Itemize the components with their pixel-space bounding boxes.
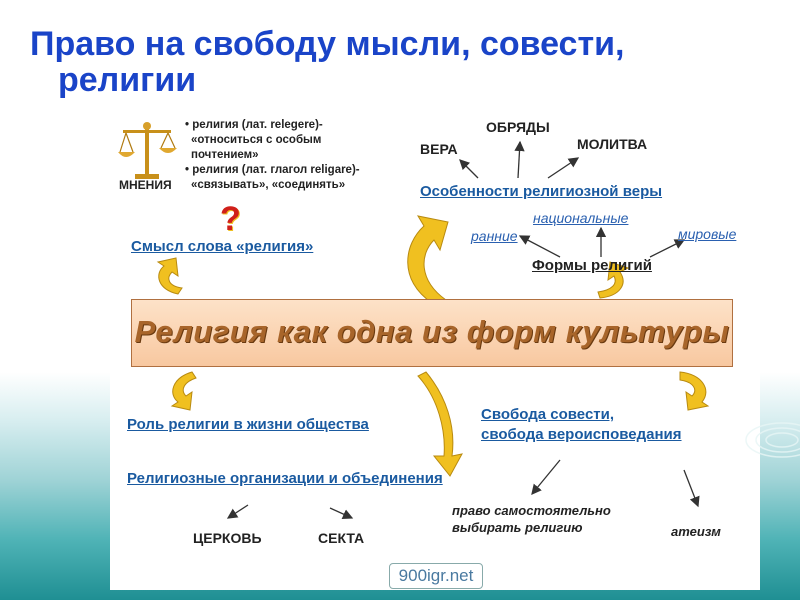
central-label: Религия как одна из форм культуры — [134, 314, 730, 349]
definitions-block: • религия (лат. relegere)- «относиться с… — [185, 118, 415, 193]
mirovye-label: мировые — [678, 226, 737, 242]
molitva-label: МОЛИТВА — [577, 136, 648, 152]
arrow-to-mirovye — [649, 239, 686, 258]
curved-arrow-icon — [407, 215, 449, 304]
arrow-to-obryady — [514, 140, 525, 179]
slide-title: Право на свободу мысли, совести, религии — [30, 26, 750, 98]
arrow-to-pravo — [531, 459, 561, 496]
curved-arrow-icon — [679, 371, 710, 411]
title-line-2: религии — [58, 61, 197, 99]
arrow-to-molitva — [547, 157, 580, 179]
pravo-block: право самостоятельно выбирать религию — [452, 502, 611, 536]
arrow-to-rannie — [518, 235, 561, 258]
tserkov-label: ЦЕРКОВЬ — [193, 530, 262, 546]
obryady-label: ОБРЯДЫ — [486, 119, 550, 135]
definition-line: • религия (лат. глагол religare)- — [185, 164, 360, 176]
freedom-line-1: Свобода совести, — [481, 406, 615, 423]
definition-line: почтением» — [191, 149, 259, 161]
forms-heading: Формы религий — [532, 257, 652, 274]
freedom-heading: Свобода совести, свобода вероисповедания — [481, 405, 682, 445]
central-box: Религия как одна из форм культуры — [131, 299, 733, 367]
ripple-decoration — [745, 422, 800, 458]
arrow-to-vera — [459, 159, 479, 179]
watermark-link[interactable]: 900igr.net — [389, 563, 483, 589]
definition-line: «связывать», «соединять» — [191, 179, 346, 191]
ateizm-label: атеизм — [671, 524, 721, 539]
sekta-label: СЕКТА — [318, 530, 365, 546]
pravo-line-2: выбирать религию — [452, 520, 583, 535]
opinions-label: МНЕНИЯ — [119, 178, 172, 192]
definition-line: • религия (лат. relegere)- — [185, 119, 323, 131]
arrow-to-ateizm — [683, 469, 700, 508]
curved-arrow-icon — [170, 371, 197, 411]
role-heading: Роль религии в жизни общества — [127, 416, 369, 433]
curved-arrow-icon — [597, 261, 630, 299]
definition-line: «относиться с особым — [191, 134, 322, 146]
meaning-heading: Смысл слова «религия» — [131, 238, 314, 255]
arrow-to-tserkov — [226, 504, 249, 519]
pravo-line-1: право самостоятельно — [452, 503, 611, 518]
title-line-1: Право на свободу мысли, совести, — [30, 25, 625, 63]
rannie-label: ранние — [471, 228, 518, 244]
natsionalnye-label: национальные — [533, 210, 629, 226]
scales-icon — [118, 122, 177, 179]
arrow-to-sekta — [329, 507, 354, 519]
question-mark: ? — [220, 200, 241, 238]
orgs-heading: Религиозные организации и объединения — [127, 470, 443, 487]
freedom-line-2: свобода вероисповедания — [481, 426, 682, 443]
vera-label: ВЕРА — [420, 141, 458, 157]
features-heading: Особенности религиозной веры — [420, 183, 663, 200]
curved-arrow-icon — [417, 371, 463, 477]
curved-arrow-icon — [156, 257, 183, 295]
